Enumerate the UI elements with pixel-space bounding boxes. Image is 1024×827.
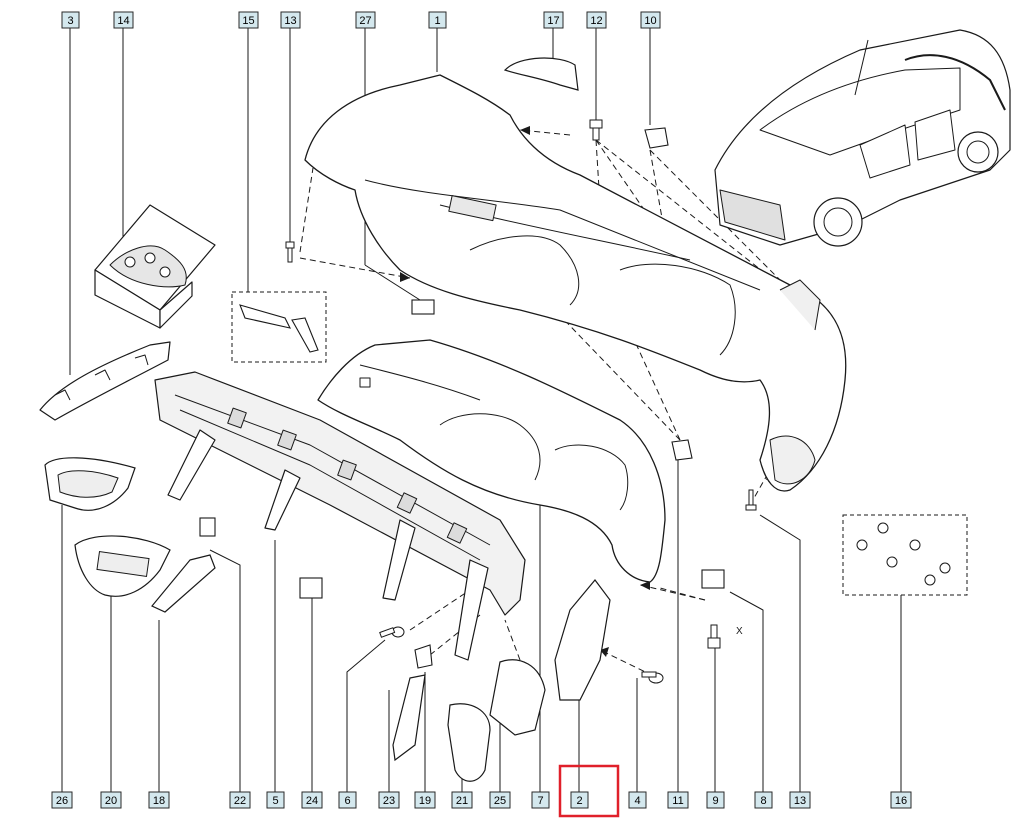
retainer — [299, 577, 323, 599]
reflector-lens — [96, 551, 150, 577]
callout-label: 26 — [56, 795, 68, 807]
callout-label: 3 — [67, 15, 73, 27]
trim-strip — [392, 674, 426, 762]
screw — [285, 241, 295, 263]
callout-22: 22 — [229, 791, 251, 809]
skid-panel — [317, 339, 666, 583]
callout-label: 13 — [284, 15, 296, 27]
callout-label: 17 — [547, 15, 559, 27]
nut — [644, 127, 669, 149]
callout-label: 22 — [234, 795, 246, 807]
callout-12: 12 — [586, 11, 607, 29]
callout-label: 24 — [306, 795, 318, 807]
callout-label: 11 — [672, 795, 683, 807]
callout-label: 10 — [644, 15, 656, 27]
side-support — [554, 579, 611, 701]
callout-label: 4 — [634, 795, 640, 807]
axis-mark: X — [736, 626, 743, 637]
callout-11: 11 — [667, 791, 689, 809]
callout-label: 9 — [712, 795, 718, 807]
car-illustration — [714, 29, 1011, 247]
support-arm — [151, 554, 216, 613]
callout-label: 2 — [576, 795, 582, 807]
callouts-top: 3 14 15 13 27 1 17 12 10 — [61, 11, 661, 29]
clip — [411, 299, 435, 315]
bolt-9 — [707, 624, 721, 649]
callout-label: 1 — [434, 15, 440, 27]
callout-5: 5 — [266, 791, 285, 809]
callout-label: 5 — [272, 795, 278, 807]
bumper-cover — [304, 74, 847, 492]
callout-20: 20 — [100, 791, 122, 809]
callout-label: 6 — [344, 795, 350, 807]
callout-label: 19 — [419, 795, 431, 807]
callout-24: 24 — [301, 791, 323, 809]
side-bracket — [39, 341, 171, 421]
callout-25: 25 — [489, 791, 511, 809]
callout-label: 7 — [537, 795, 543, 807]
callout-21: 21 — [451, 791, 473, 809]
callout-label: 14 — [117, 15, 129, 27]
callout-13-bottom: 13 — [789, 791, 811, 809]
screw-lower — [745, 489, 757, 511]
callout-26: 26 — [51, 791, 73, 809]
callout-16: 16 — [890, 791, 912, 809]
callouts-bottom: 26 20 18 22 5 24 6 23 19 21 25 7 2 4 11 … — [51, 791, 912, 809]
small-clip — [199, 517, 216, 537]
callout-label: 27 — [359, 15, 371, 27]
rivet — [641, 671, 664, 684]
callout-14: 14 — [113, 11, 134, 29]
callout-label: 8 — [760, 795, 766, 807]
bracket-group — [231, 291, 327, 363]
callout-8: 8 — [754, 791, 773, 809]
callout-23: 23 — [378, 791, 400, 809]
bracket-25 — [489, 659, 546, 736]
callout-2: 2 — [570, 791, 589, 809]
trim-piece — [503, 57, 579, 91]
callout-label: 23 — [383, 795, 395, 807]
callout-label: 18 — [153, 795, 165, 807]
parts-box — [94, 204, 216, 329]
callout-3: 3 — [61, 11, 80, 29]
callout-label: 13 — [794, 795, 806, 807]
callout-27: 27 — [355, 11, 376, 29]
callout-7: 7 — [531, 791, 550, 809]
callout-6: 6 — [338, 791, 357, 809]
callout-13-top: 13 — [280, 11, 301, 29]
housing-inner — [57, 470, 119, 498]
callout-17: 17 — [543, 11, 564, 29]
callout-18: 18 — [148, 791, 170, 809]
clip-8 — [701, 569, 725, 589]
callout-15: 15 — [238, 11, 259, 29]
callout-label: 20 — [105, 795, 117, 807]
callout-label: 15 — [242, 15, 254, 27]
callout-label: 25 — [494, 795, 506, 807]
clip-nut — [671, 439, 693, 461]
clip-19 — [414, 644, 433, 669]
deflector — [447, 703, 491, 782]
callout-10: 10 — [640, 11, 661, 29]
callout-19: 19 — [414, 791, 436, 809]
leader-lines — [61, 28, 902, 792]
callout-4: 4 — [628, 791, 647, 809]
bolt — [589, 119, 603, 141]
callout-1: 1 — [428, 11, 447, 29]
callout-9: 9 — [706, 791, 725, 809]
highlight-frame — [558, 764, 620, 818]
push-pin — [379, 626, 405, 638]
fastener-group — [842, 514, 968, 596]
reinforcement-beam — [154, 371, 526, 661]
callout-label: 21 — [456, 795, 468, 807]
callout-label: 16 — [895, 795, 907, 807]
callout-label: 12 — [590, 15, 602, 27]
